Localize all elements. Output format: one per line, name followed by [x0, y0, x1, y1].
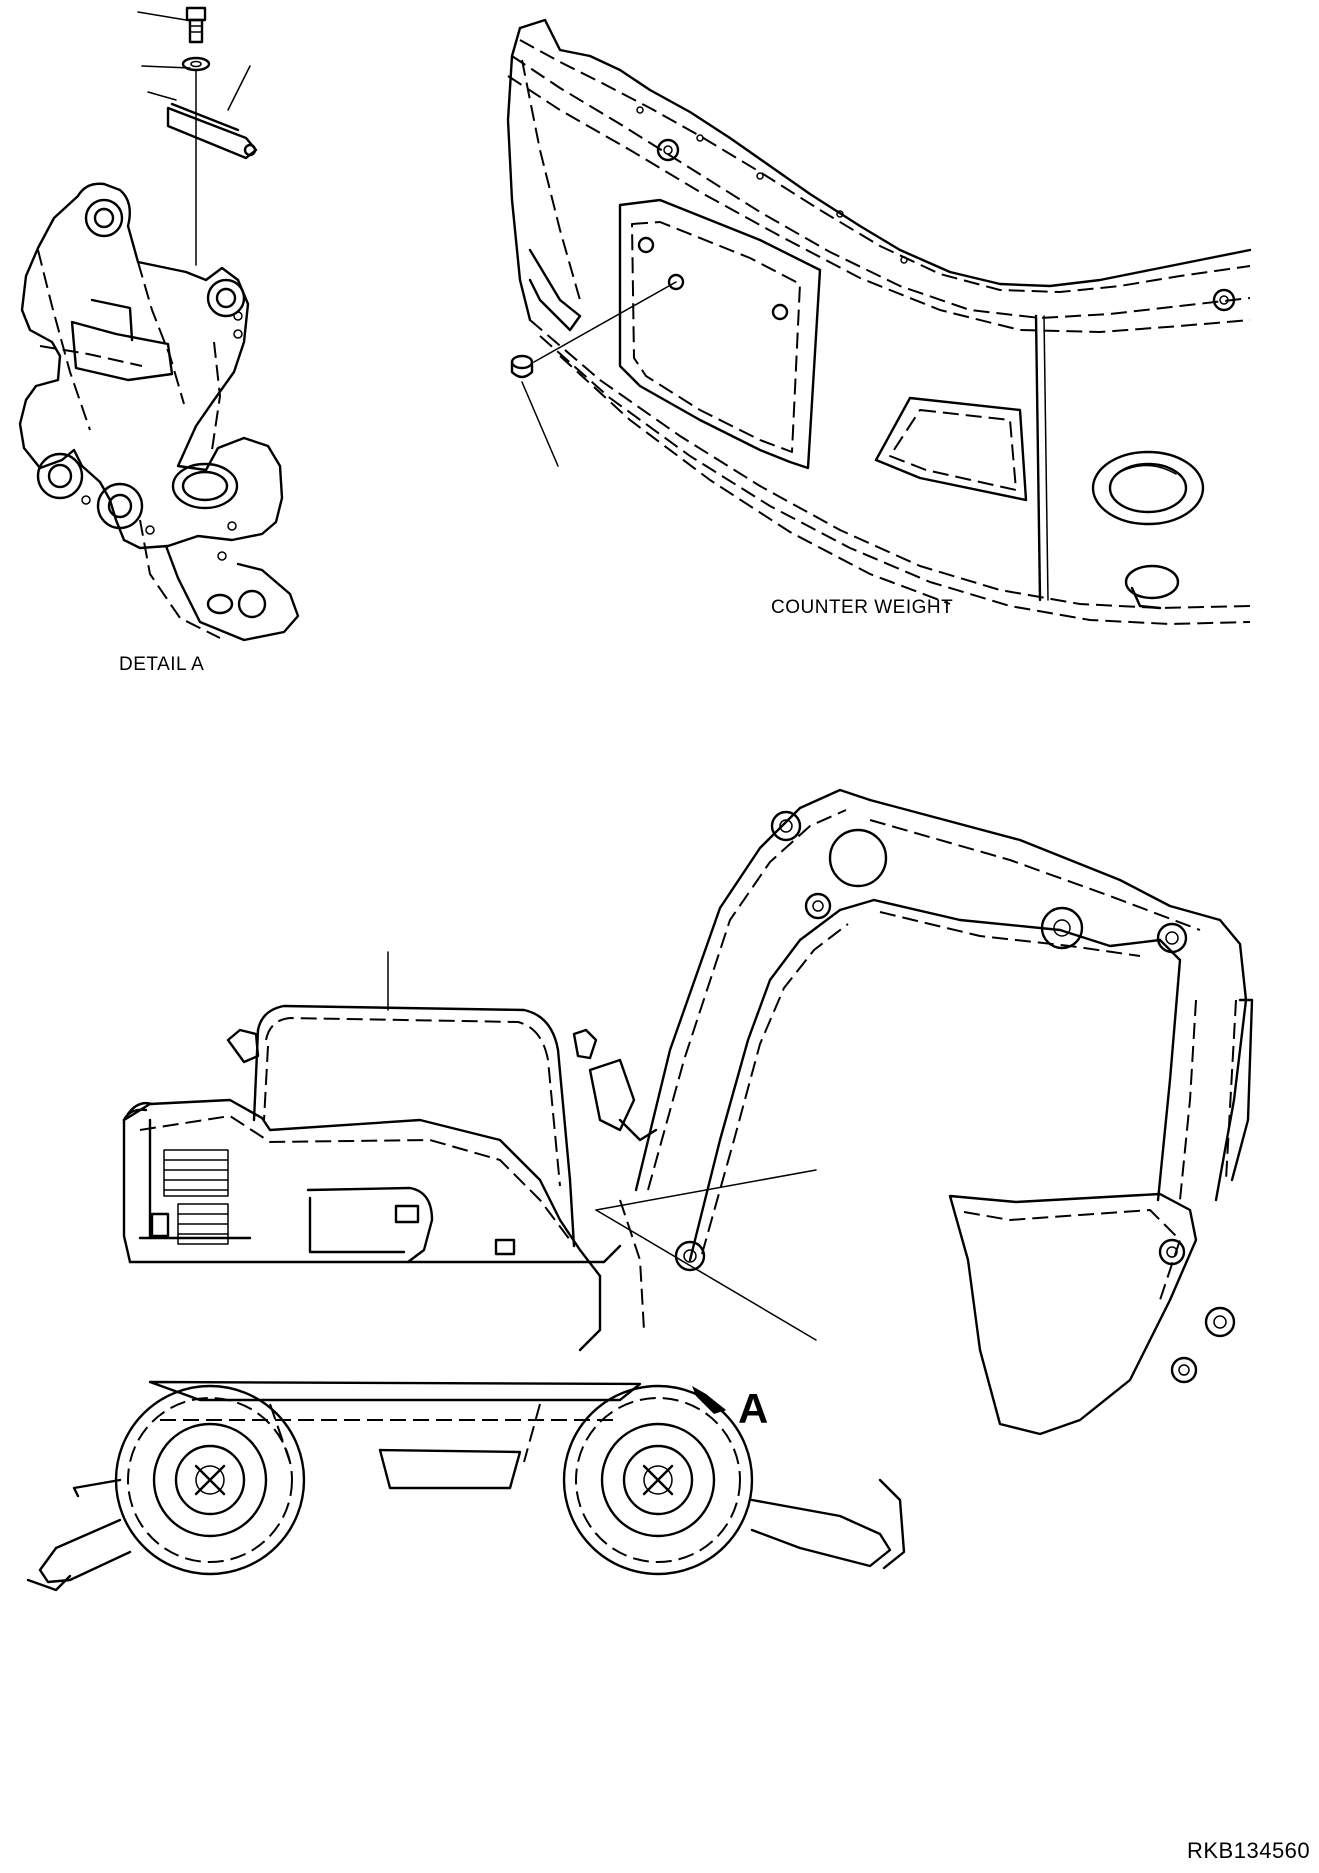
drawing-code: RKB134560 — [1187, 1838, 1311, 1863]
counterweight-label: COUNTER WEIGHT — [771, 597, 954, 618]
detail-a-label: DETAIL A — [119, 654, 205, 675]
counterweight-drawing — [506, 18, 1252, 625]
view-a-marker: A — [738, 1385, 769, 1432]
machine-drawing — [26, 788, 1254, 1592]
detail-a-drawing — [18, 6, 300, 642]
